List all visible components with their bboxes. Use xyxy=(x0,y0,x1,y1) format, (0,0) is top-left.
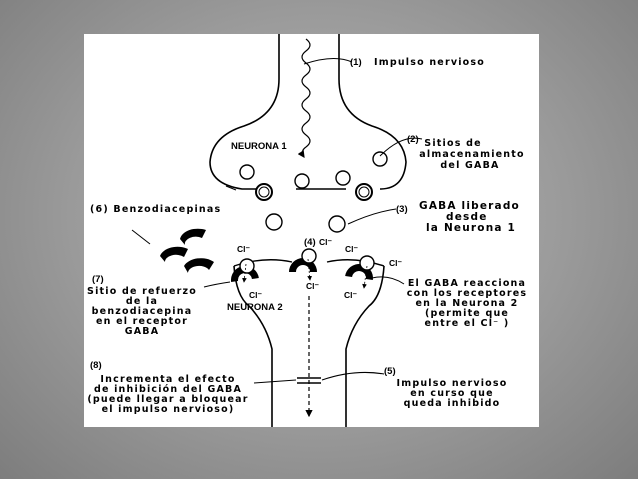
gaba-vesicle xyxy=(294,173,310,189)
label-num-4: (4) xyxy=(304,237,316,248)
neuron-2-outline xyxy=(233,265,385,427)
diagram-panel: (1) Impulso nervioso NEURONA 1 (2) Sitio… xyxy=(84,34,539,427)
label-curso-1: Impulso nervioso xyxy=(397,378,508,389)
benzodiazepine-molecule xyxy=(160,246,188,262)
released-gaba xyxy=(265,213,283,231)
label-reacciona-1: El GABA reacciona xyxy=(408,278,526,289)
label-refuerzo-5: GABA xyxy=(125,326,160,337)
label-cl-ion: Cl⁻ xyxy=(249,290,263,300)
label-benzodiacepinas: (6) Benzodiacepinas xyxy=(90,204,221,215)
label-cl-ion: Cl⁻ xyxy=(237,244,251,254)
label-refuerzo-3: benzodiacepina xyxy=(92,306,193,317)
label-incrementa-1: Incrementa el efecto xyxy=(100,374,235,385)
label-incrementa-2: de inhibición del GABA xyxy=(94,384,242,395)
label-neurona-1: NEURONA 1 xyxy=(231,141,287,152)
benzodiazepine-molecule xyxy=(184,258,214,273)
label-refuerzo-4: en el receptor xyxy=(96,316,188,327)
label-sitios-2: almacenamiento xyxy=(419,149,524,160)
fusing-vesicle xyxy=(258,186,270,198)
benzodiazepine-molecule xyxy=(180,228,206,245)
label-impulso: Impulso nervioso xyxy=(374,57,485,68)
released-gaba xyxy=(328,215,346,233)
label-curso-2: en curso que xyxy=(410,388,494,399)
label-gaba-1: GABA liberado xyxy=(419,200,520,212)
label-incrementa-3: (puede llegar a bloquear xyxy=(87,394,248,405)
label-reacciona-2: con los receptores xyxy=(407,288,527,299)
fusing-vesicle xyxy=(358,186,370,198)
label-neurona-2: NEURONA 2 xyxy=(227,302,283,313)
label-sitios-num: (2) xyxy=(407,134,419,145)
gaba-vesicle xyxy=(372,151,388,167)
label-refuerzo-2: de la xyxy=(126,296,158,307)
bound-gaba xyxy=(239,258,255,274)
label-impulso-num: (1) xyxy=(350,57,362,68)
gaba-vesicle xyxy=(239,164,255,180)
label-curso-3: queda inhibido xyxy=(404,398,501,409)
label-cl-ion: Cl⁻ xyxy=(344,290,358,300)
label-gaba-num: (3) xyxy=(396,204,408,215)
label-cl-ion: Cl⁻ xyxy=(319,237,333,247)
label-reacciona-5: entre el Cl⁻ ) xyxy=(425,318,510,329)
label-curso-num: (5) xyxy=(384,366,396,377)
label-sitios-1: Sitios de xyxy=(424,138,481,149)
label-reacciona-4: (permite que xyxy=(425,308,509,319)
gaba-vesicle xyxy=(335,170,351,186)
label-refuerzo-1: Sitio de refuerzo xyxy=(87,286,197,297)
label-refuerzo-num: (7) xyxy=(92,274,104,285)
label-cl-ion: Cl⁻ xyxy=(345,244,359,254)
neuron-1-outline xyxy=(209,34,407,190)
impulse-wave xyxy=(297,38,311,158)
label-reacciona-3: en la Neurona 2 xyxy=(416,298,519,309)
label-cl-ion: Cl⁻ xyxy=(306,281,320,291)
bound-gaba xyxy=(359,255,375,271)
bound-gaba xyxy=(301,248,317,264)
label-sitios-3: del GABA xyxy=(440,160,499,171)
label-gaba-3: la Neurona 1 xyxy=(426,222,516,234)
label-gaba-2: desde xyxy=(446,211,488,223)
label-incrementa-4: el impulso nervioso) xyxy=(102,404,235,415)
label-cl-ion: Cl⁻ xyxy=(389,258,403,268)
synapse-diagram: (1) Impulso nervioso NEURONA 1 (2) Sitio… xyxy=(87,34,527,427)
label-incrementa-num: (8) xyxy=(90,360,102,371)
